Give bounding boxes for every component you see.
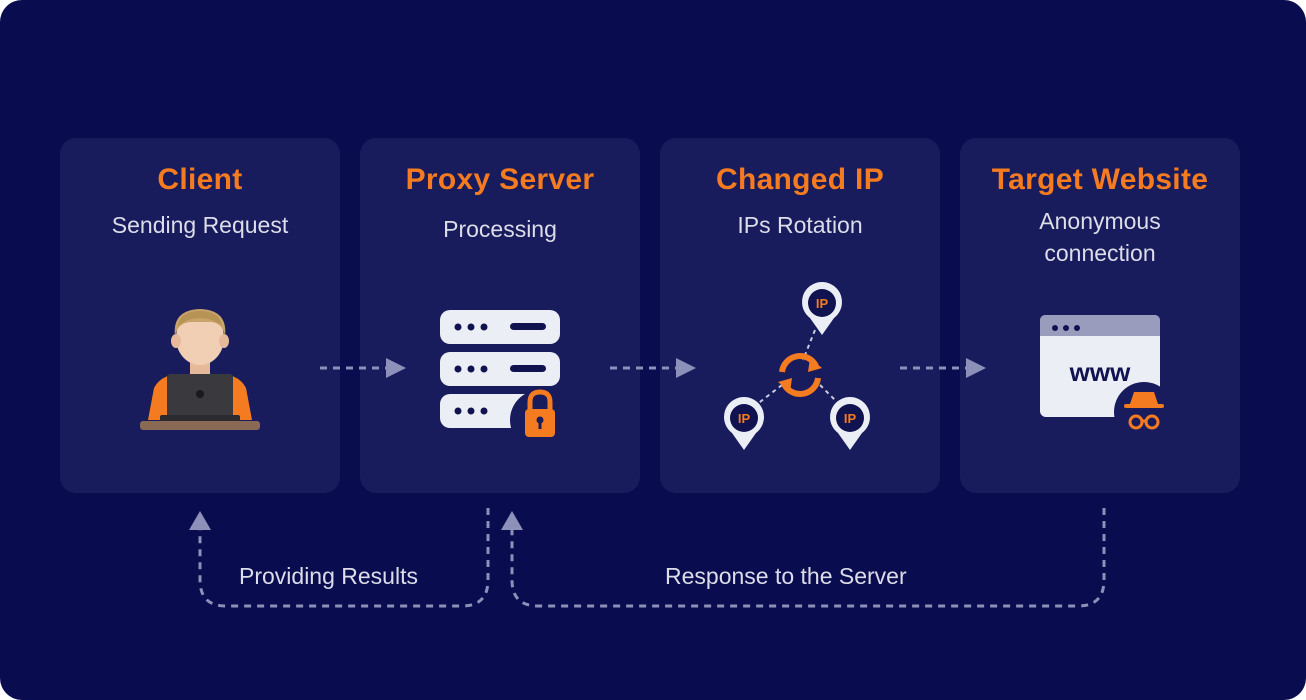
arrowhead <box>189 511 211 530</box>
node-title: Client <box>157 163 243 196</box>
node-subtitle: IPs Rotation <box>737 212 863 238</box>
arrowhead <box>501 511 523 530</box>
user-laptop-icon <box>140 309 260 430</box>
node-title: Proxy Server <box>405 163 595 196</box>
node-title: Target Website <box>991 163 1209 196</box>
ip-rotation-icon: IP IP IP <box>724 282 870 450</box>
return-flow-providing-results <box>198 508 490 608</box>
node-changed-ip: Changed IP IPs Rotation <box>660 138 940 493</box>
flow-label-response-to-server: Response to the Server <box>665 563 907 589</box>
incognito-browser-icon: www <box>1040 315 1174 442</box>
ip-pin-label: IP <box>844 411 857 426</box>
ip-pin-right <box>830 397 870 450</box>
flow-label-providing-results: Providing Results <box>239 563 418 589</box>
node-subtitle: Processing <box>443 216 557 242</box>
ip-pin-label: IP <box>738 411 751 426</box>
node-proxy-server: Proxy Server Processing <box>360 138 640 493</box>
browser-www-text: www <box>1069 357 1131 387</box>
return-flow-response-to-server <box>510 508 1106 608</box>
ip-pin-top <box>801 282 842 335</box>
node-subtitle-line-1: Anonymous <box>1039 208 1161 234</box>
server-lock-icon <box>440 310 570 450</box>
arrowhead <box>676 358 696 378</box>
ip-pin-label: IP <box>816 296 829 311</box>
arrowhead <box>966 358 986 378</box>
node-subtitle: Sending Request <box>111 212 289 238</box>
ip-pin-left <box>724 396 765 450</box>
node-title: Changed IP <box>715 163 884 196</box>
arrowhead <box>386 358 406 378</box>
node-subtitle-line-2: connection <box>1044 240 1156 266</box>
